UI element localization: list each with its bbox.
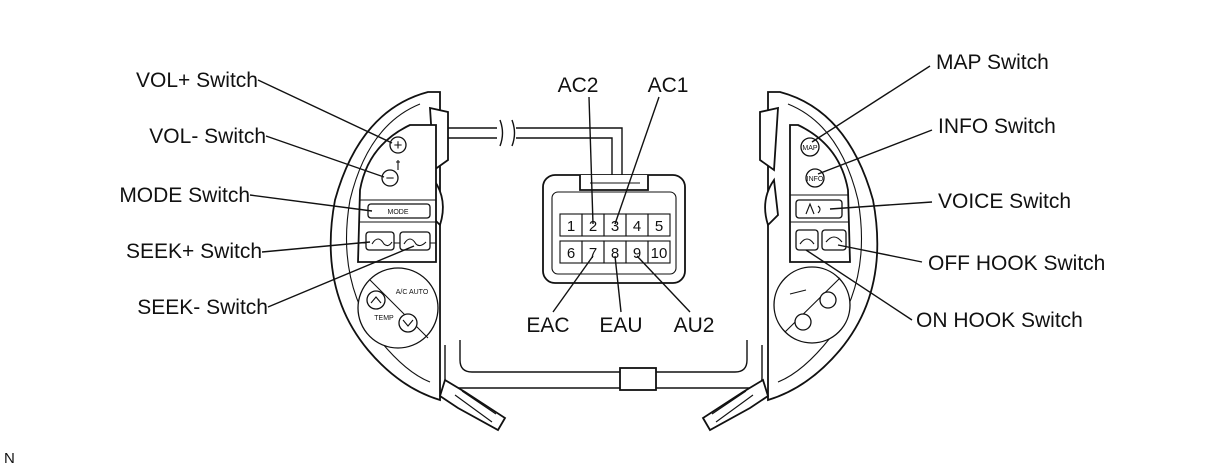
label-off-hook: OFF HOOK Switch — [928, 252, 1105, 275]
pin-6: 6 — [567, 245, 575, 262]
pin-1: 1 — [567, 218, 575, 235]
chevron-down-icon — [402, 319, 414, 327]
seek-up-icon — [371, 238, 393, 247]
label-eac: EAC — [526, 314, 569, 337]
pin-7: 7 — [589, 245, 597, 262]
figure-code: N — [4, 450, 15, 467]
label-voice: VOICE Switch — [938, 190, 1071, 213]
pin-5: 5 — [655, 218, 663, 235]
voice-icon — [805, 202, 821, 215]
right-switch-pad: MAP INFO — [701, 91, 879, 432]
voice-button[interactable] — [795, 199, 843, 219]
temp-label: TEMP — [374, 315, 394, 322]
chevron-up-icon — [370, 296, 382, 304]
seek-minus-button[interactable] — [399, 231, 431, 251]
left-callouts: VOL+ Switch VOL- Switch MODE Switch SEEK… — [119, 69, 415, 319]
label-mode: MODE Switch — [119, 184, 250, 207]
temp-down-button[interactable] — [398, 313, 418, 333]
connector-callouts: AC2 AC1 EAC EAU AU2 — [526, 74, 714, 337]
map-button[interactable] — [800, 137, 820, 157]
speaker-icon — [396, 160, 400, 170]
pin-4: 4 — [633, 218, 641, 235]
left-switch-pad: + − MODE A/C AUTO TEMP — [329, 91, 507, 432]
label-vol-minus: VOL- Switch — [149, 125, 266, 148]
label-map: MAP Switch — [936, 51, 1049, 74]
off-hook-button[interactable] — [821, 229, 847, 251]
wiring-connector: 1 2 3 4 5 6 7 8 9 10 — [542, 174, 686, 284]
on-hook-button[interactable] — [795, 229, 819, 251]
label-ac1: AC1 — [648, 74, 689, 97]
pin-9: 9 — [633, 245, 641, 262]
harness-wires — [440, 119, 763, 391]
connector-pin-grid: 1 2 3 4 5 6 7 8 9 10 — [559, 213, 671, 264]
temp-up-button[interactable] — [366, 290, 386, 310]
vol-minus-button[interactable] — [381, 169, 399, 187]
right-callouts: MAP Switch INFO Switch VOICE Switch OFF … — [805, 51, 1105, 332]
dial-top-button[interactable] — [819, 291, 837, 309]
label-vol-plus: VOL+ Switch — [136, 69, 258, 92]
minus-icon: − — [386, 170, 395, 187]
seek-down-icon — [403, 238, 427, 247]
pin-8: 8 — [611, 245, 619, 262]
label-seek-minus: SEEK- Switch — [137, 296, 268, 319]
phone-hangup-icon — [799, 238, 815, 245]
vol-plus-button[interactable] — [389, 136, 407, 154]
phone-pickup-icon — [825, 236, 843, 243]
label-info: INFO Switch — [938, 115, 1056, 138]
mode-button-label: MODE — [388, 209, 409, 216]
label-on-hook: ON HOOK Switch — [916, 309, 1083, 332]
pin-3: 3 — [611, 218, 619, 235]
pin-10: 10 — [651, 245, 668, 262]
label-au2: AU2 — [674, 314, 715, 337]
label-seek-plus: SEEK+ Switch — [126, 240, 262, 263]
ac-auto-label: A/C AUTO — [396, 289, 429, 296]
seek-plus-button[interactable] — [365, 231, 395, 251]
info-button-label: INFO — [807, 176, 824, 183]
label-eau: EAU — [599, 314, 642, 337]
map-button-label: MAP — [802, 145, 818, 152]
dial-bottom-button[interactable] — [794, 313, 812, 331]
dial-icon — [789, 289, 807, 295]
plus-icon: + — [394, 137, 403, 154]
pin-2: 2 — [589, 218, 597, 235]
label-ac2: AC2 — [558, 74, 599, 97]
